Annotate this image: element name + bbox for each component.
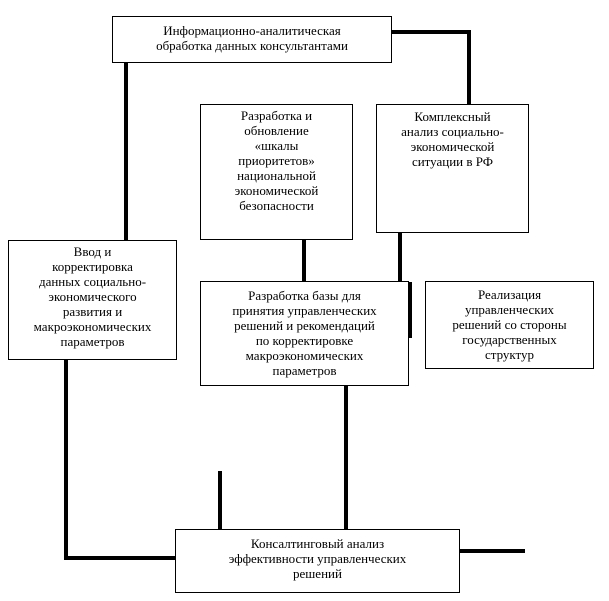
box-text-line: Комплексный: [414, 109, 491, 124]
implementation-box: Реализация управленческих решений со сто…: [425, 281, 594, 369]
connector-line: [64, 556, 176, 560]
data-input-box: Ввод и корректировка данных социально- э…: [8, 240, 177, 360]
connector-line: [302, 239, 306, 281]
box-text-line: развития и: [62, 304, 123, 319]
box-text-line: параметров: [60, 334, 125, 349]
box-text-line: экономической: [410, 139, 495, 154]
info-analytic-box: Информационно-аналитическая обработка да…: [112, 16, 392, 63]
box-text-line: структур: [484, 347, 535, 362]
scale-priorities-box: Разработка и обновление «шкалы приоритет…: [200, 104, 353, 240]
box-text-line: данных социально-: [38, 274, 147, 289]
box-text-line: анализ социально-: [401, 124, 504, 139]
box-text-line: решений со стороны: [452, 317, 567, 332]
box-text-line: приоритетов»: [238, 153, 315, 168]
box-text-line: Разработка базы для: [248, 288, 361, 303]
decision-base-box: Разработка базы для принятия управленчес…: [200, 281, 409, 386]
connector-line: [398, 232, 402, 281]
box-text-line: государственных: [462, 332, 557, 347]
connector-line: [344, 385, 348, 529]
box-text-line: макроэкономических: [33, 319, 152, 334]
box-text-line: эффективности управленческих: [228, 551, 407, 566]
box-text-line: безопасности: [239, 198, 314, 213]
box-text-line: Консалтинговый анализ: [250, 536, 385, 551]
connector-line: [460, 549, 525, 553]
box-text-line: решений и рекомендаций: [234, 318, 375, 333]
complex-analysis-box: Комплексный анализ социально- экономичес…: [376, 104, 529, 233]
connector-line: [64, 360, 68, 560]
box-text-line: корректировка: [52, 259, 133, 274]
box-text-line: принятия управленческих: [232, 303, 377, 318]
box-text-line: ситуации в РФ: [411, 154, 494, 169]
box-text-line: макроэкономических: [245, 348, 364, 363]
box-text-line: Ввод и: [73, 244, 112, 259]
connector-line: [392, 30, 471, 34]
box-text-line: Разработка и: [240, 108, 313, 123]
box-text-line: решений: [293, 566, 342, 581]
connector-line: [124, 62, 128, 240]
connector-line: [218, 471, 222, 529]
box-text-line: Реализация: [477, 287, 542, 302]
box-text-line: национальной: [237, 168, 316, 183]
box-text-line: обработка данных консультантами: [156, 38, 348, 53]
box-text-line: управленческих: [464, 302, 555, 317]
box-text-line: Информационно-аналитическая: [163, 23, 341, 38]
box-text-line: обновление: [244, 123, 309, 138]
box-text-line: по корректировке: [255, 333, 354, 348]
consulting-analysis-box: Консалтинговый анализ эффективности упра…: [175, 529, 460, 593]
box-text-line: экономической: [234, 183, 319, 198]
box-text-line: параметров: [272, 363, 337, 378]
box-text-line: экономического: [48, 289, 137, 304]
box-text-line: «шкалы: [254, 138, 299, 153]
connector-line: [467, 30, 471, 106]
connector-line: [408, 282, 412, 338]
